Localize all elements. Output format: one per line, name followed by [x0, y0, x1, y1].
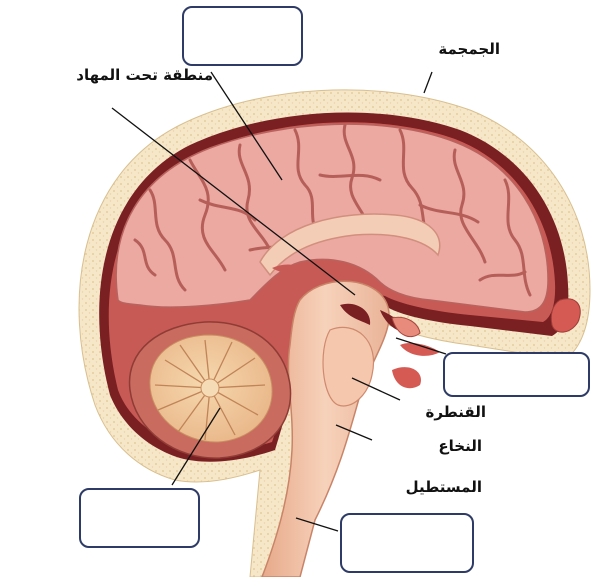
spinal-cord-answer-box[interactable]: [340, 513, 474, 573]
cerebrum-answer-box[interactable]: [182, 6, 303, 66]
medulla-label-line1: النخاع: [392, 437, 482, 455]
pons-label: القنطرة: [396, 403, 486, 421]
skull-leader: [424, 72, 432, 93]
pituitary-answer-box[interactable]: [443, 352, 590, 397]
hypothalamus-label: منطقة تحت المهاد: [8, 66, 213, 84]
skull-label: الجمجمة: [412, 40, 500, 58]
cerebellum-answer-box[interactable]: [79, 488, 200, 548]
medulla-label-line2: المستطيل: [376, 478, 482, 496]
